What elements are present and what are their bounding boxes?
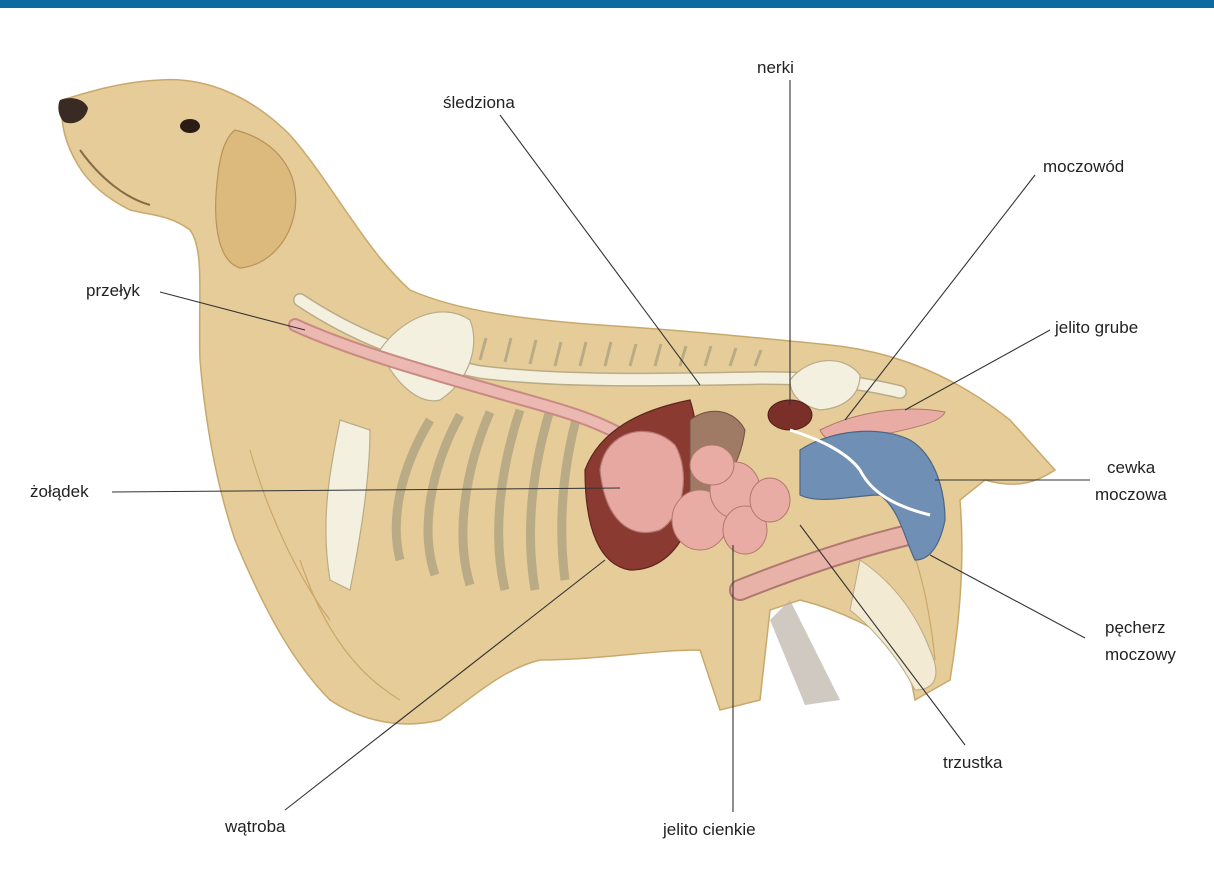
label-cewka-2: moczowa [1095,485,1167,504]
label-pecherz-2: moczowy [1105,645,1176,664]
label-nerki: nerki [757,58,794,77]
label-pecherz-1: pęcherz [1105,618,1165,637]
label-sledziona: śledziona [443,93,515,112]
label-zoladek: żołądek [30,482,89,501]
label-jelito-grube: jelito grube [1054,318,1138,337]
label-trzustka: trzustka [943,753,1003,772]
label-przelyk: przełyk [86,281,140,300]
label-cewka-1: cewka [1107,458,1156,477]
label-jelito-cienkie: jelito cienkie [662,820,756,839]
label-moczowod: moczowód [1043,157,1124,176]
label-watroba: wątroba [224,817,286,836]
dog-eye [180,119,200,133]
dog-illustration [58,80,1055,724]
